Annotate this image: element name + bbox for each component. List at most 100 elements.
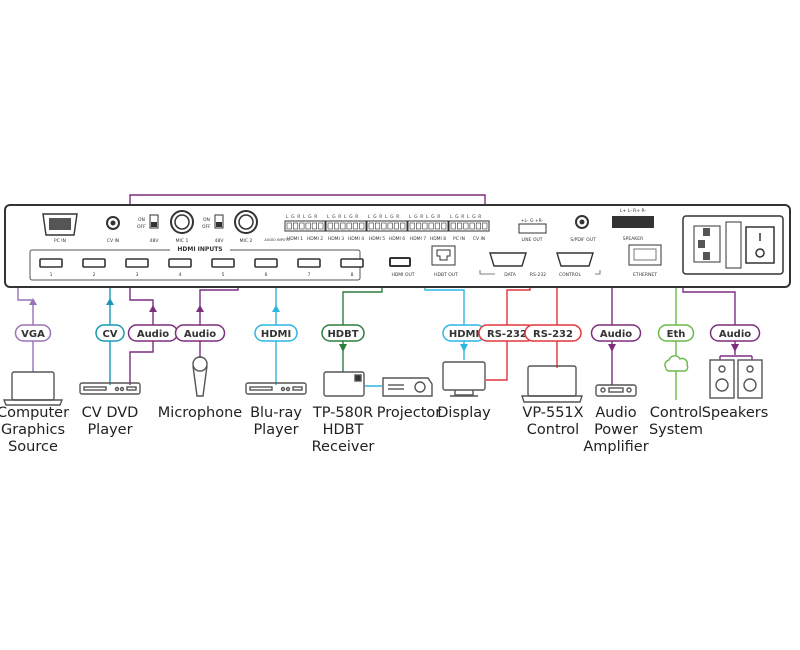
cable-label-text: Audio (184, 329, 216, 340)
cable-label-cv: CV (95, 324, 125, 342)
audio-terminal-label: HDMI 1 (287, 236, 303, 242)
arrow-down-icon (608, 344, 616, 352)
cable-label-audio: Audio (590, 324, 642, 342)
audio-terminal-label: HDMI 3 (328, 236, 344, 242)
phantom-power-switch-1[interactable] (149, 214, 159, 229)
speakers-icon (709, 359, 763, 399)
cable-label-rs232: RS-232 (524, 324, 582, 342)
hdbt-receiver-icon (323, 371, 365, 397)
hdmi-inputs-label: HDMI INPUTS (177, 246, 222, 253)
device-label: Blu-ray (250, 405, 302, 421)
cable-label-text: RS-232 (533, 329, 573, 340)
device-label: Amplifier (583, 439, 648, 455)
hdmi-input-port-3[interactable] (125, 258, 149, 268)
phantom-power-switch-2[interactable] (214, 214, 224, 229)
hdbt-out-port[interactable] (431, 245, 456, 266)
hdmi-input-port-1[interactable] (39, 258, 63, 268)
cloud-icon (664, 355, 689, 372)
off-label: OFF (137, 224, 146, 230)
audio-input-terminal[interactable] (448, 220, 490, 232)
device-label: Receiver (312, 439, 375, 455)
hdmi-out-port[interactable] (389, 257, 411, 267)
device-label: TP-580R (312, 405, 373, 421)
arrow-up-icon (29, 298, 37, 305)
audio-inputs-label: AUDIO INPUTS (264, 238, 290, 242)
hdmi-port-number: 2 (93, 272, 96, 278)
cable-label-text: Eth (667, 329, 686, 340)
device-label: Player (253, 422, 298, 438)
cable-label-eth: Eth (657, 324, 695, 342)
48v-label: 48V (215, 238, 225, 244)
hdmi-input-port-8[interactable] (340, 258, 364, 268)
device-label: Display (437, 405, 491, 421)
48v-label: 48V (150, 238, 160, 244)
audio-terminal-label: PC IN (453, 236, 465, 242)
device-label: Microphone (158, 405, 242, 421)
cable-label-text: HDMI (449, 329, 479, 340)
rs232-control-port[interactable] (556, 252, 594, 267)
hdmi-port-number: 6 (265, 272, 268, 278)
arrow-up-icon (149, 305, 157, 312)
speaker-terminal[interactable] (612, 216, 654, 228)
line-out-terminal[interactable] (518, 223, 547, 234)
control-label: CONTROL (559, 272, 581, 278)
arrow-up-icon (196, 305, 204, 312)
arrows (29, 298, 739, 352)
cable-label-text: Audio (137, 329, 169, 340)
audio-input-terminal[interactable] (366, 220, 408, 232)
lgr-label: L G R L G R (286, 214, 318, 220)
hdmi-port-number: 5 (222, 272, 225, 278)
bluray-player-icon (245, 382, 307, 395)
dvd-player-icon (79, 382, 141, 395)
audio-terminal-label: HDMI 5 (369, 236, 385, 242)
on-label: ON (138, 217, 145, 223)
cv-in-label: CV IN (107, 238, 119, 244)
projector-icon (382, 377, 433, 397)
device-label: Control (527, 422, 579, 438)
device-label: Player (87, 422, 132, 438)
audio-terminal-label: HDMI 6 (389, 236, 405, 242)
cable-label-text: HDMI (261, 329, 291, 340)
lgr-label: L G R L G R (409, 214, 441, 220)
audio-terminal-label: CV IN (473, 236, 485, 242)
lgr-label: L G R L G R (450, 214, 482, 220)
device-label: Graphics (1, 422, 65, 438)
hdmi-input-port-2[interactable] (82, 258, 106, 268)
device-label: Source (8, 439, 58, 455)
power-inlet[interactable] (693, 225, 721, 263)
device-label: Control (650, 405, 702, 421)
line-out-pins-label: +L- G +R- (521, 218, 544, 224)
device-label: VP-551X (522, 405, 583, 421)
hdmi-port-number: 8 (351, 272, 354, 278)
hdmi-input-port-5[interactable] (211, 258, 235, 268)
cable-label-vga: VGA (14, 324, 52, 342)
cable-label-text: RS-232 (487, 329, 527, 340)
spdif-out-label: S/PDIF OUT (570, 237, 596, 243)
cable-label-text: Audio (719, 329, 751, 340)
cable-label-hdmi: HDMI (254, 324, 298, 342)
audio-input-terminal[interactable] (325, 220, 367, 232)
cable-label-audio: Audio (709, 324, 761, 342)
audio-terminal-label: HDMI 8 (430, 236, 446, 242)
cable-label-audio: Audio (174, 324, 226, 342)
lgr-label: L G R L G R (327, 214, 359, 220)
cable-label-hdbt: HDBT (321, 324, 365, 342)
hdmi-input-port-6[interactable] (254, 258, 278, 268)
hdmi-input-port-4[interactable] (168, 258, 192, 268)
device-label: Projector (377, 405, 441, 421)
audio-input-terminal[interactable] (407, 220, 449, 232)
pc-in-port[interactable] (42, 213, 78, 236)
arrow-up-icon (106, 298, 114, 305)
off-label: OFF (202, 224, 211, 230)
speaker-label: SPEAKER (623, 236, 643, 242)
audio-terminal-label: HDMI 7 (410, 236, 426, 242)
device-label: Speakers (702, 405, 769, 421)
rs232-data-port[interactable] (489, 252, 527, 267)
rs232-label: RS-232 (530, 272, 546, 278)
ethernet-label: ETHERNET (633, 272, 657, 278)
hdmi-port-number: 4 (179, 272, 182, 278)
device-label: Power (594, 422, 638, 438)
audio-input-terminal[interactable] (284, 220, 326, 232)
hdmi-input-port-7[interactable] (297, 258, 321, 268)
hdmi-port-number: 1 (50, 272, 53, 278)
